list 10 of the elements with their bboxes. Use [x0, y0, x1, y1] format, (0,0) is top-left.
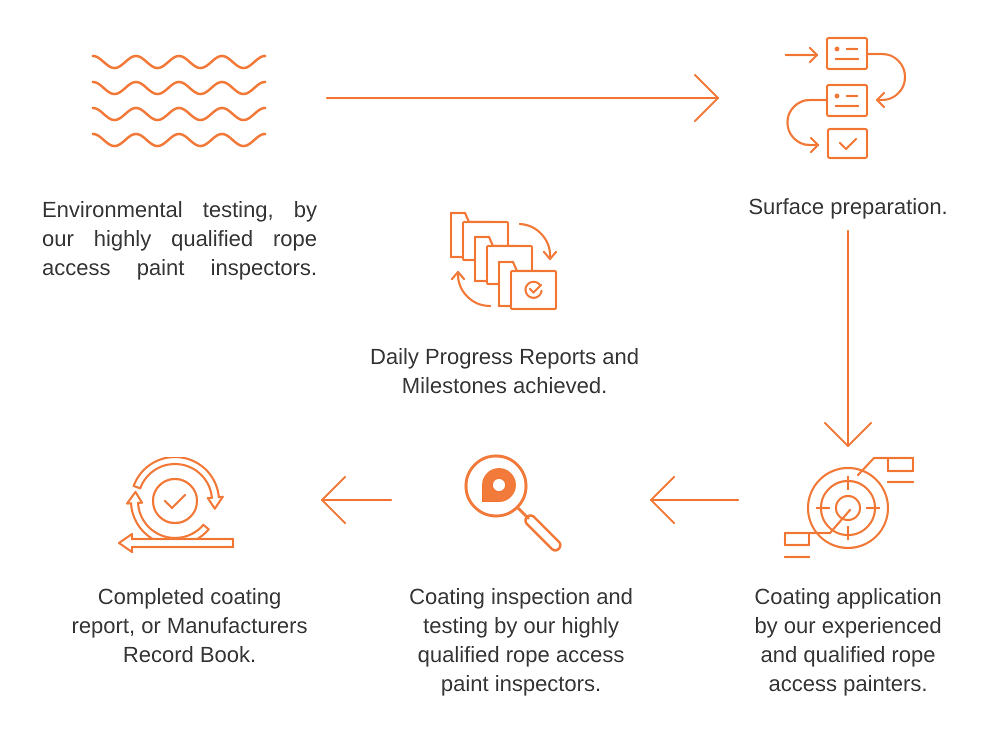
arrow: [650, 476, 739, 524]
step-description: Completed coating report, or Manufacturers Record Book.: [70, 583, 308, 669]
arrow: [321, 476, 392, 524]
step-description: Daily Progress Reports and Milestones achieved.: [368, 343, 640, 400]
arrow: [824, 230, 872, 447]
step-description: Environmental testing, by our highly qualified rope access paint inspectors.: [42, 196, 317, 282]
arrow: [326, 74, 719, 122]
step-description: Coating application by our experienced and qualified rope access painters.: [753, 583, 943, 698]
step-description: Surface preparation.: [747, 193, 949, 221]
step-description: Coating inspection and testing by our highly qualified rope access paint inspectors.: [408, 583, 634, 698]
